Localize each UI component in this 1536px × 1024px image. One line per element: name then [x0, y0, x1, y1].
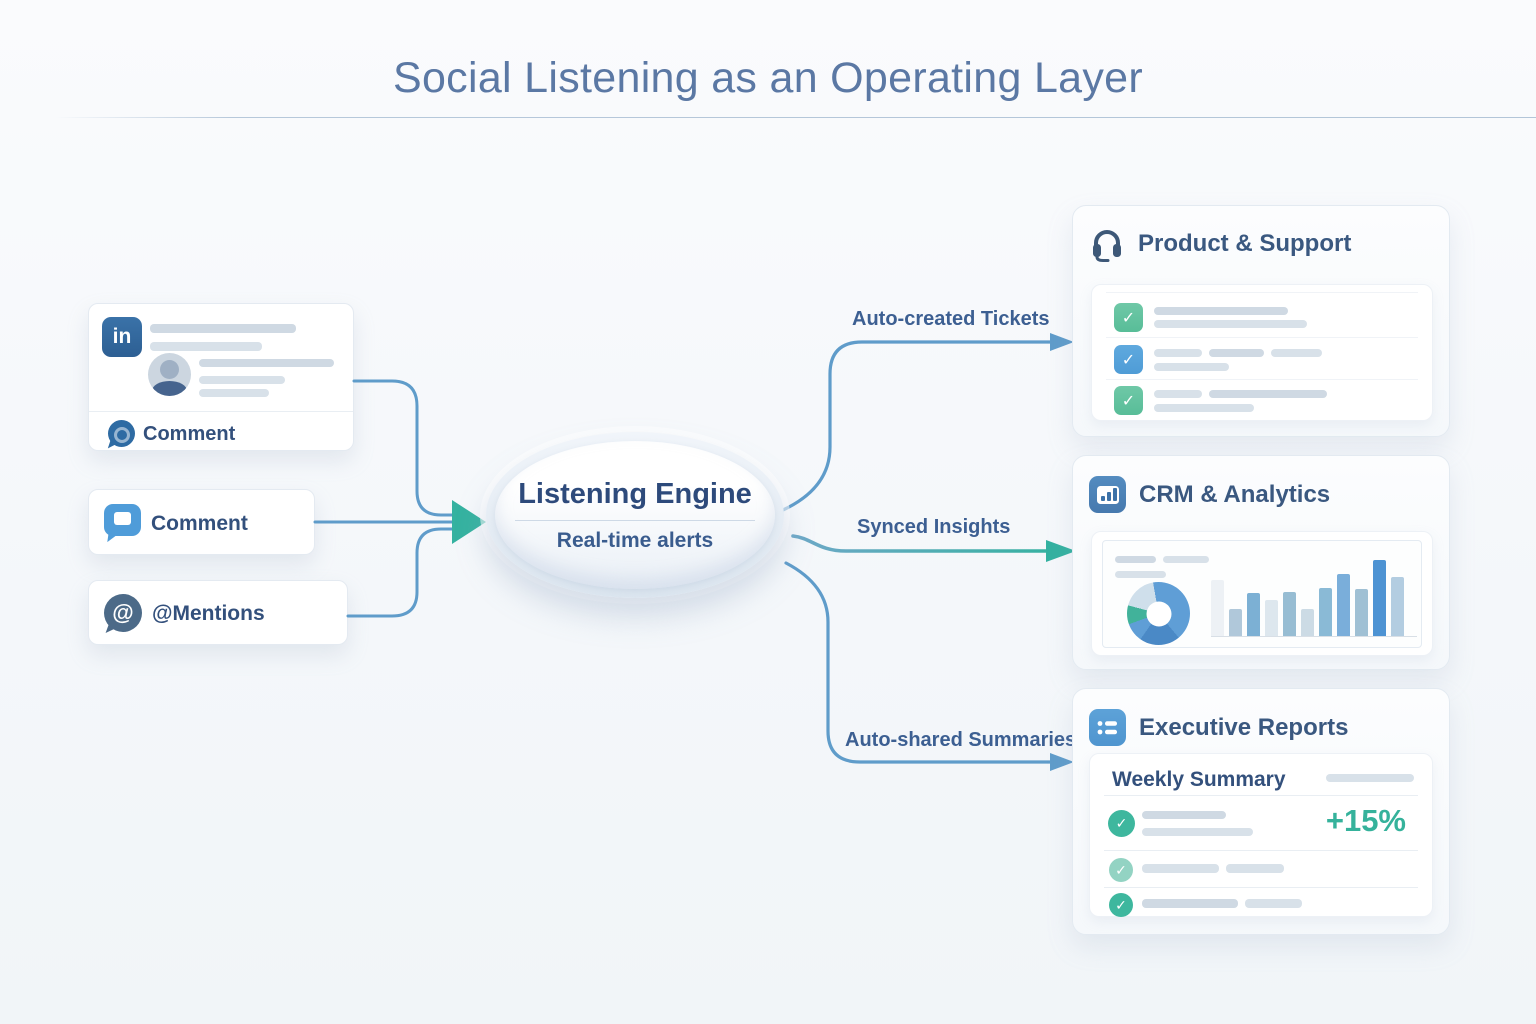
connector-tickets [781, 340, 1052, 512]
donut-chart [1127, 582, 1190, 645]
check-icon: ✓ [1114, 386, 1143, 415]
panel-divider [1104, 850, 1418, 851]
bar [1391, 577, 1404, 636]
check-icon: ✓ [1114, 345, 1143, 374]
skeleton-line [1154, 349, 1202, 357]
skeleton-line [1154, 363, 1229, 371]
headset-icon [1093, 230, 1121, 262]
skeleton-line [1163, 556, 1209, 563]
title-divider [55, 117, 1536, 118]
bar [1373, 560, 1386, 636]
skeleton-line [1154, 320, 1307, 328]
bar [1337, 574, 1350, 636]
skeleton-line [1326, 774, 1414, 782]
analytics-panel [1091, 531, 1433, 656]
source-label: Comment [151, 512, 248, 535]
dest-title: Product & Support [1138, 230, 1352, 257]
dest-card-crm-analytics: CRM & Analytics [1072, 455, 1450, 670]
tickets-panel: ✓ ✓ ✓ [1091, 284, 1433, 421]
skeleton-line [1154, 390, 1202, 398]
bar [1229, 609, 1242, 636]
dest-card-executive-reports: Executive Reports Weekly Summary ✓ +15% … [1072, 688, 1450, 935]
source-card-linkedin-post: in Comment [88, 303, 354, 451]
skeleton-line [1226, 864, 1284, 873]
dest-card-product-support: Product & Support ✓ ✓ ✓ [1072, 205, 1450, 437]
skeleton-line [1142, 811, 1226, 819]
dest-title: CRM & Analytics [1139, 480, 1331, 508]
connector-insights [791, 534, 1048, 553]
bar [1319, 588, 1332, 636]
skeleton-line [1142, 864, 1219, 873]
engine-title: Listening Engine [518, 477, 752, 510]
skeleton-line [199, 389, 269, 397]
flow-label-synced-insights: Synced Insights [857, 516, 1011, 538]
comment-bubble-icon [104, 504, 141, 536]
metric-value: +15% [1325, 803, 1406, 838]
bar [1211, 580, 1224, 636]
skeleton-line [1271, 349, 1322, 357]
weekly-summary-panel: Weekly Summary ✓ +15% ✓ ✓ [1089, 753, 1433, 917]
skeleton-line [1142, 899, 1238, 908]
bar-chart-icon [1089, 476, 1126, 513]
insights-arrowhead-icon [1046, 540, 1076, 562]
flow-label-auto-shared-summaries: Auto-shared Summaries [845, 729, 1077, 751]
linkedin-icon: in [102, 317, 142, 357]
engine-divider [514, 519, 756, 521]
card-divider [89, 411, 353, 412]
check-circle-icon: ✓ [1108, 810, 1135, 837]
skeleton-line [199, 376, 285, 384]
avatar [148, 353, 191, 396]
bar [1283, 592, 1296, 636]
flow-label-auto-created-tickets: Auto-created Tickets [852, 308, 1050, 330]
skeleton-line [150, 324, 296, 333]
skeleton-line [1115, 556, 1156, 563]
bar [1265, 600, 1278, 636]
source-card-comment: Comment [88, 489, 315, 555]
bar [1301, 609, 1314, 636]
skeleton-line [1115, 571, 1166, 578]
panel-divider [1104, 887, 1418, 888]
connector-mentions [346, 527, 454, 618]
check-circle-icon: ✓ [1109, 893, 1133, 917]
panel-divider [1106, 292, 1418, 293]
source-label: @Mentions [152, 602, 265, 625]
source-card-mentions: @ @Mentions [88, 580, 348, 645]
skeleton-line [1209, 390, 1327, 398]
bar [1247, 593, 1260, 636]
analytics-chart-frame [1102, 540, 1422, 648]
skeleton-line [1209, 349, 1264, 357]
panel-divider [1106, 379, 1418, 380]
engine-subtitle: Real-time alerts [556, 528, 714, 552]
skeleton-line [1245, 899, 1302, 908]
listening-engine-node: Listening Engine Real-time alerts [486, 432, 784, 598]
tickets-arrowhead-icon [1050, 333, 1074, 351]
skeleton-line [199, 359, 334, 367]
listening-engine-inner: Listening Engine Real-time alerts [495, 441, 775, 589]
weekly-summary-title: Weekly Summary [1112, 768, 1286, 791]
connector-summaries [784, 561, 1052, 764]
comment-search-icon [108, 420, 135, 447]
skeleton-line [1142, 828, 1253, 836]
panel-divider [1104, 795, 1418, 796]
report-list-icon [1089, 709, 1126, 746]
skeleton-line [150, 342, 262, 351]
mini-bar-chart [1211, 557, 1417, 637]
panel-divider [1106, 337, 1418, 338]
merge-arrowhead-icon [452, 500, 486, 544]
connector-linkedin [352, 379, 454, 517]
bar [1355, 589, 1368, 636]
at-mention-icon: @ [104, 594, 142, 632]
dest-title: Executive Reports [1139, 713, 1349, 741]
check-icon: ✓ [1114, 303, 1143, 332]
check-circle-icon: ✓ [1109, 858, 1133, 882]
skeleton-line [1154, 307, 1288, 315]
skeleton-line [1154, 404, 1254, 412]
page-title: Social Listening as an Operating Layer [392, 54, 1144, 102]
source-label: Comment [143, 423, 236, 445]
summaries-arrowhead-icon [1050, 753, 1074, 771]
